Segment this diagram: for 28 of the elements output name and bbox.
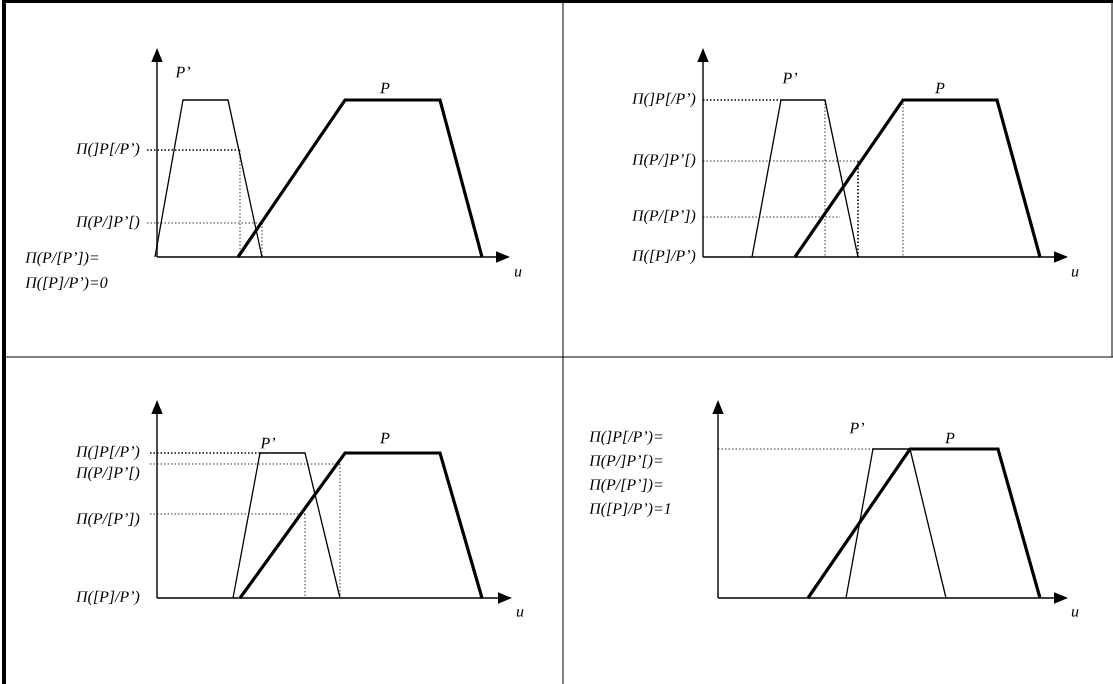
axis-label: u: [1071, 609, 1079, 617]
level-label: Π(P/]P’[)=: [589, 454, 663, 470]
level-label: Π([P]/P’)=1: [589, 502, 670, 518]
curve-label: P’: [260, 437, 276, 449]
level-label: Π(P/[P’]): [631, 209, 696, 225]
level-label: Π([P]/P’): [75, 590, 140, 606]
curve-label: P’: [175, 66, 191, 78]
level-label: Π(]P[/P’): [631, 92, 696, 108]
level-label: Π(]P[/P’)=: [589, 430, 663, 446]
axis-label: u: [514, 269, 522, 277]
curve-label: P: [935, 82, 945, 94]
axis-label: u: [516, 609, 524, 617]
curve-label: P’: [782, 72, 798, 84]
level-label: Π([P]/P’)=0: [25, 276, 108, 292]
level-label: Π(P/]P’[): [631, 153, 696, 169]
curve-label: P: [380, 82, 390, 94]
curve-label: P’: [849, 422, 865, 434]
level-label: Π([P]/P’): [631, 249, 696, 265]
level-label: Π(P/[P’]): [75, 512, 140, 528]
curve-label: P: [380, 432, 390, 444]
level-label: Π(P/[P’])=: [25, 251, 99, 267]
level-label: Π(P/]P’[): [75, 215, 140, 231]
level-label: Π(]P[/P’): [75, 142, 140, 158]
curve-label: P: [945, 432, 955, 444]
level-label: Π(P/[P’])=: [589, 478, 663, 494]
level-label: Π(]P[/P’): [75, 445, 140, 461]
axis-label: u: [1071, 269, 1079, 277]
level-label: Π(P/]P’[): [75, 466, 140, 482]
